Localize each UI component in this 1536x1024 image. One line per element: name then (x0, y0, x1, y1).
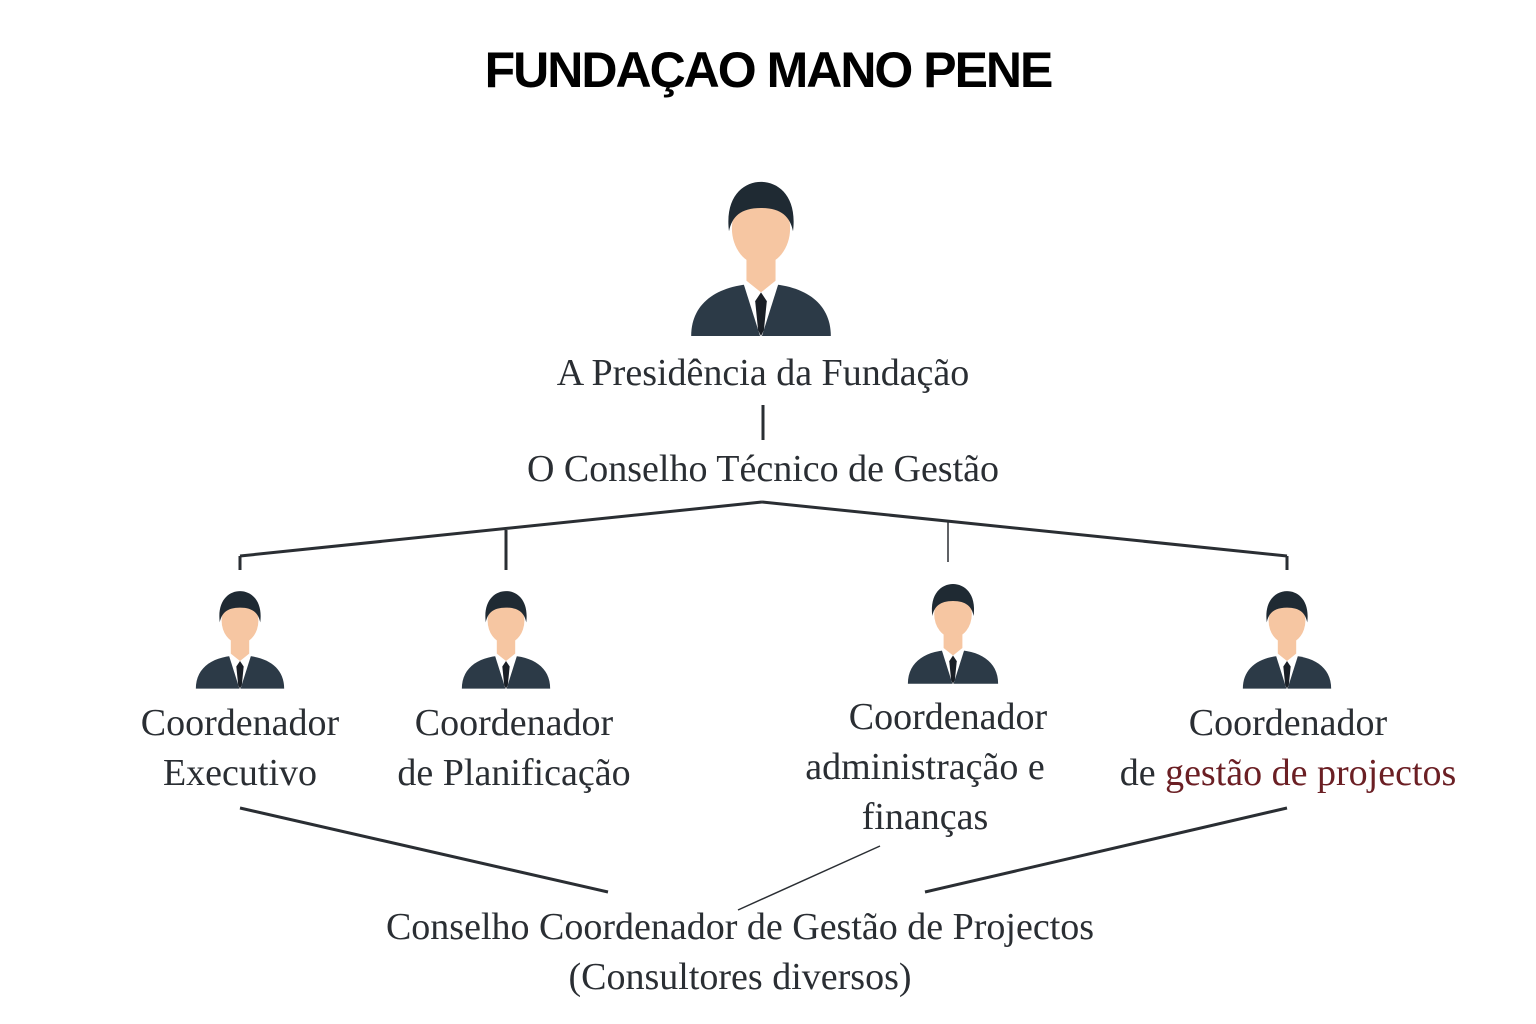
projects-council-line1: Conselho Coordenador de Gestão de Projec… (385, 906, 1095, 948)
connector-admin-projects-council (737, 845, 881, 911)
person-icon (1242, 591, 1332, 690)
connector-executive-projects-council (239, 806, 609, 894)
coord-projects-line2-prefix: de (1119, 752, 1166, 794)
presidency-label-text: A Presidência da Fundação (556, 352, 970, 394)
technical-council-label: O Conselho Técnico de Gestão (440, 444, 1086, 494)
projects-council-label: Conselho Coordenador de Gestão de Projec… (260, 902, 1220, 1002)
coord-executive-line2: Executivo (162, 752, 318, 794)
projects-council-line2: (Consultores diversos) (568, 956, 912, 998)
presidency-label: A Presidência da Fundação (460, 348, 1066, 398)
coord-admin-label: Coordenador administração e finanças (770, 692, 1080, 842)
coord-planning-line2: de Planificação (397, 752, 631, 794)
coord-admin-line1: Coordenador (848, 696, 1048, 738)
coord-executive-line1: Coordenador (140, 702, 340, 744)
page-title: FUNDAÇAO MANO PENE (484, 42, 1054, 98)
person-icon (907, 584, 999, 685)
coord-planning-line1: Coordenador (414, 702, 614, 744)
technical-council-label-text: O Conselho Técnico de Gestão (526, 448, 1000, 490)
coord-projects-line2-accent: gestão de projectos (1165, 752, 1457, 794)
coord-admin-line2: administração e (805, 746, 1045, 788)
connector-council-projects (761, 500, 1288, 558)
coord-planning-label: Coordenador de Planificação (366, 698, 662, 798)
coord-projects-label: Coordenador de gestão de projectos (1110, 698, 1466, 798)
connector-projects-projects-council (924, 806, 1288, 894)
coord-projects-line1: Coordenador (1188, 702, 1388, 744)
person-icon (461, 591, 551, 690)
coord-executive-label: Coordenador Executivo (100, 698, 380, 798)
person-icon (195, 591, 285, 690)
person-icon (691, 181, 831, 336)
connector-council-executive (239, 500, 763, 558)
coord-admin-line3: finanças (861, 796, 989, 838)
coord-projects-line2: de gestão de projectos (1110, 748, 1466, 798)
